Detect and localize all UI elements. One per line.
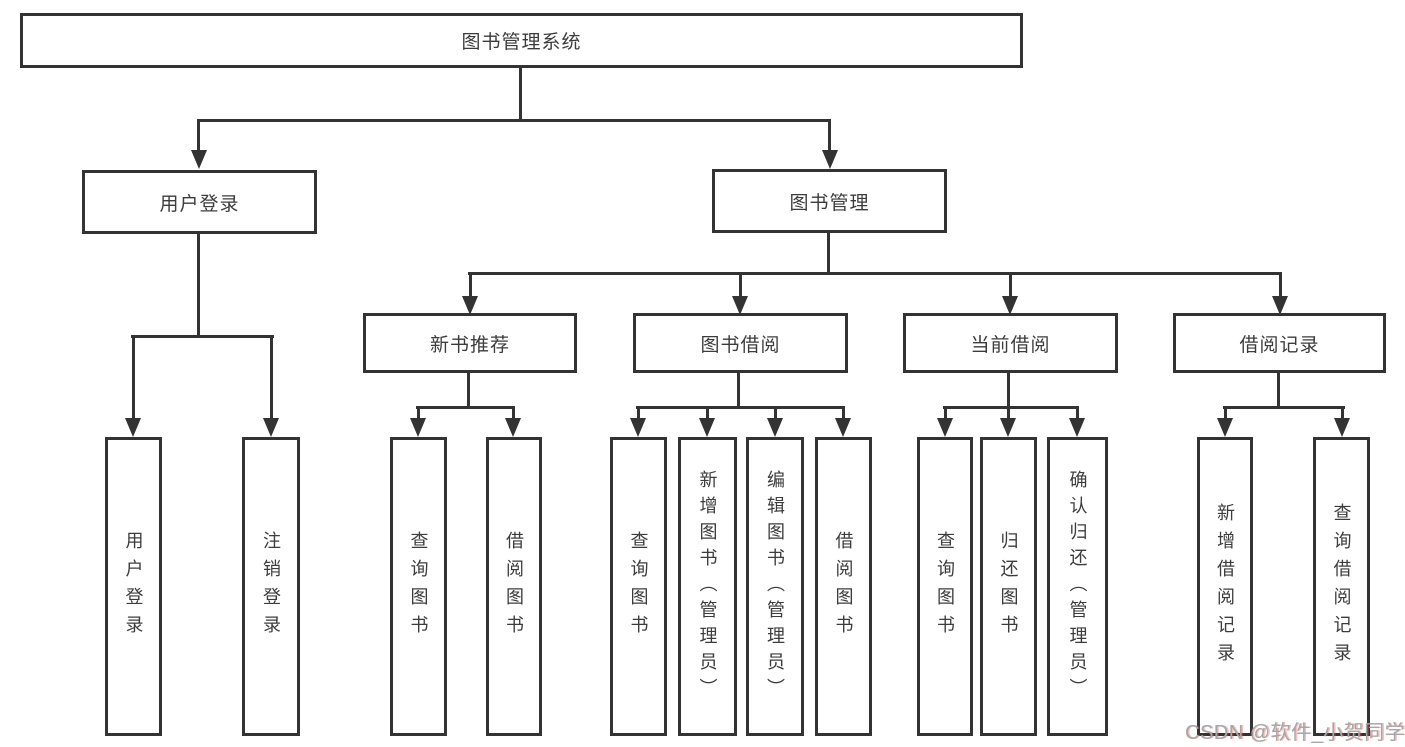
- connector-book-borrow-stem: [737, 371, 740, 409]
- arrow-to-book-management: [821, 119, 838, 169]
- node-leaf-query-borrow-record: 查询借阅记录: [1313, 437, 1370, 736]
- connector-user-login-stem: [197, 232, 200, 338]
- arrow-head-icon: [1217, 418, 1233, 437]
- arrow-shaft: [416, 406, 420, 418]
- arrow-to-leaf-logout: [263, 335, 280, 437]
- arrow-to-return-book: [1000, 406, 1017, 437]
- arrow-head-icon: [630, 418, 646, 437]
- arrow-shaft: [1223, 406, 1227, 418]
- arrow-shaft: [738, 272, 742, 296]
- node-leaf-confirm-return-admin: 确认归还（管理员）: [1047, 437, 1108, 736]
- arrow-shaft: [197, 119, 200, 150]
- connector-current-borrow-hbar: [943, 406, 1079, 409]
- connector-root-stem: [519, 66, 522, 121]
- arrow-to-query-books-rec: [410, 406, 427, 437]
- node-leaf-return-book: 归还图书: [980, 437, 1037, 736]
- node-book-borrowing: 图书借阅: [633, 313, 848, 373]
- node-leaf-borrow-books: 借阅图书: [815, 437, 872, 736]
- arrow-to-add-borrow-record: [1217, 406, 1234, 437]
- node-new-book-recommend: 新书推荐: [363, 313, 577, 373]
- node-leaf-add-book-admin: 新增图书（管理员）: [678, 437, 737, 736]
- arrow-to-add-book: [699, 406, 716, 437]
- node-leaf-borrow-books-rec: 借阅图书: [486, 437, 542, 736]
- node-leaf-query-books-current: 查询图书: [917, 437, 973, 736]
- arrow-head-icon: [1334, 418, 1350, 437]
- arrow-shaft: [1075, 406, 1079, 418]
- node-leaf-logout: 注销登录: [242, 437, 300, 736]
- arrow-to-new-book-recommend: [462, 272, 479, 315]
- arrow-to-leaf-user-login: [125, 335, 142, 437]
- arrow-head-icon: [1272, 296, 1288, 315]
- arrow-shaft: [841, 406, 845, 418]
- arrow-shaft: [636, 406, 640, 418]
- arrow-head-icon: [821, 150, 838, 169]
- arrow-head-icon: [767, 418, 783, 437]
- node-user-login: 用户登录: [82, 170, 317, 234]
- arrow-to-current-borrowing: [1002, 272, 1019, 315]
- arrow-to-user-login: [190, 119, 207, 169]
- arrow-head-icon: [505, 418, 521, 437]
- node-leaf-query-books-borrow: 查询图书: [610, 437, 667, 736]
- arrow-to-edit-book: [767, 406, 784, 437]
- node-book-management: 图书管理: [712, 169, 947, 233]
- node-leaf-add-borrow-record: 新增借阅记录: [1197, 437, 1253, 736]
- arrow-shaft: [1008, 272, 1012, 296]
- connector-book-borrow-hbar: [636, 406, 845, 409]
- arrow-head-icon: [462, 296, 478, 315]
- arrow-head-icon: [125, 418, 141, 437]
- connector-borrow-records-hbar: [1223, 406, 1345, 409]
- node-leaf-edit-book-admin: 编辑图书（管理员）: [746, 437, 804, 736]
- arrow-shaft: [705, 406, 709, 418]
- arrow-shaft: [1340, 406, 1344, 418]
- connector-root-hbar: [197, 119, 831, 122]
- node-borrowing-records: 借阅记录: [1173, 313, 1386, 373]
- arrow-to-borrow-books-rec: [505, 406, 522, 437]
- arrow-shaft: [943, 406, 947, 418]
- arrow-to-borrow-books: [835, 406, 852, 437]
- node-book-management-system: 图书管理系统: [20, 13, 1023, 68]
- connector-borrow-records-stem: [1277, 371, 1280, 409]
- arrow-head-icon: [937, 418, 953, 437]
- arrow-shaft: [1278, 272, 1282, 296]
- arrow-to-query-books-borrow: [630, 406, 647, 437]
- arrow-to-confirm-return: [1069, 406, 1086, 437]
- connector-book-mgmt-stem: [827, 231, 830, 275]
- arrow-shaft: [828, 119, 831, 150]
- arrow-head-icon: [263, 418, 279, 437]
- node-current-borrowing: 当前借阅: [903, 313, 1118, 373]
- node-leaf-query-books-rec: 查询图书: [390, 437, 447, 736]
- arrow-head-icon: [410, 418, 426, 437]
- arrow-to-query-borrow-record: [1334, 406, 1351, 437]
- watermark-text: CSDN @软件_小贺同学: [1185, 722, 1405, 744]
- arrow-head-icon: [732, 296, 748, 315]
- arrow-to-query-books-current: [937, 406, 954, 437]
- arrow-shaft: [269, 335, 273, 418]
- arrow-head-icon: [835, 418, 851, 437]
- arrow-shaft: [468, 272, 472, 296]
- connector-current-borrow-stem: [1007, 371, 1010, 409]
- arrow-head-icon: [1000, 418, 1016, 437]
- node-leaf-user-login: 用户登录: [105, 437, 162, 736]
- arrow-to-book-borrowing: [732, 272, 749, 315]
- arrow-shaft: [511, 406, 515, 418]
- arrow-head-icon: [1069, 418, 1085, 437]
- connector-new-book-rec-hbar: [416, 406, 515, 409]
- arrow-head-icon: [1002, 296, 1018, 315]
- arrow-head-icon: [699, 418, 715, 437]
- connector-user-login-hbar: [131, 335, 274, 338]
- arrow-to-borrowing-records: [1272, 272, 1289, 315]
- arrow-shaft: [131, 335, 135, 418]
- arrow-shaft: [1006, 406, 1010, 418]
- connector-new-book-rec-stem: [467, 371, 470, 409]
- arrow-head-icon: [190, 150, 207, 169]
- connector-book-mgmt-hbar: [468, 272, 1282, 275]
- arrow-shaft: [773, 406, 777, 418]
